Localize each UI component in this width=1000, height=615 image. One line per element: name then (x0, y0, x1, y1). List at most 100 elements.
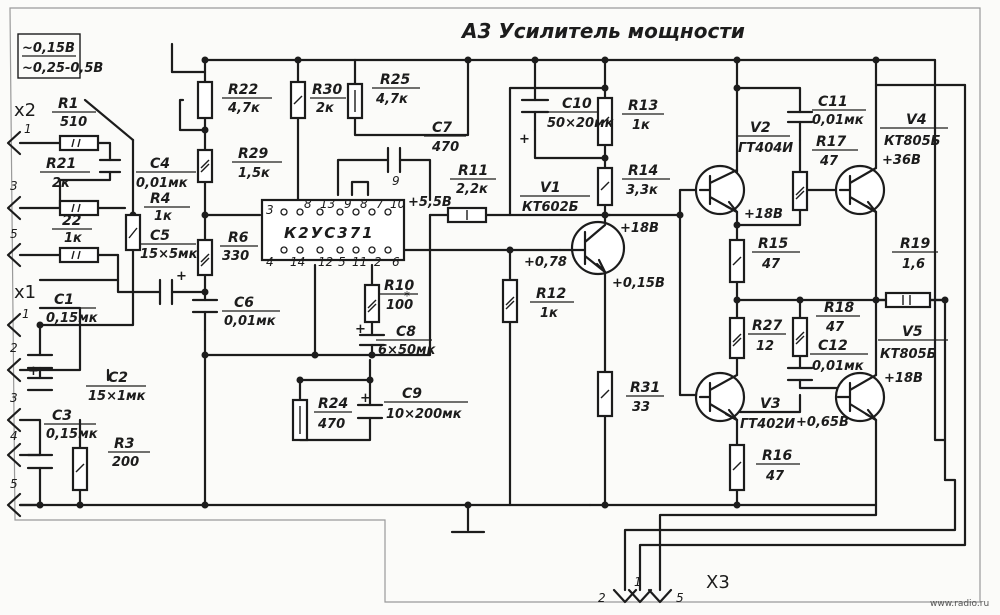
label-R16-value: 47 (765, 469, 785, 484)
resistor-R31 (596, 370, 614, 418)
label-C11-ref: C11 (818, 94, 848, 110)
svg-text:12: 12 (318, 255, 333, 269)
svg-text:1: 1 (22, 307, 30, 321)
label-R4-value: 1к (154, 209, 173, 224)
svg-text:3: 3 (266, 203, 274, 217)
label-C5-value: 15×5мк (140, 247, 199, 262)
label-C8-ref: C8 (396, 324, 416, 340)
label-V4-value: КТ805Б (884, 134, 941, 149)
transistor-V4 (834, 164, 886, 216)
svg-text:5: 5 (676, 591, 684, 605)
svg-text:10: 10 (390, 197, 406, 211)
label-R1-value: 510 (60, 115, 87, 130)
connector-x1-label: x1 (14, 282, 36, 303)
svg-text:1: 1 (24, 122, 32, 136)
label-R30-ref: R30 (312, 82, 343, 98)
label-R31-value: 33 (632, 400, 650, 415)
label-C7-ref: C7 (432, 120, 452, 136)
capacitor-C2: + (26, 364, 54, 392)
label-R25-value: 4,7к (375, 92, 409, 107)
svg-text:6: 6 (392, 255, 400, 269)
label-R17-value: 47 (819, 154, 839, 169)
label-C6-value: 0,01мк (224, 314, 277, 329)
svg-text:8: 8 (304, 197, 312, 211)
capacitor-C10: + (519, 98, 550, 147)
label-R1-ref: R1 (58, 96, 79, 112)
label-C8-value: 6×50мк (378, 343, 437, 358)
resistor-R11 (446, 206, 488, 224)
label-C9-ref: C9 (402, 386, 422, 402)
svg-text:3: 3 (10, 391, 18, 405)
svg-text:8: 8 (360, 197, 368, 211)
label-C2-value: 15×1мк (88, 389, 147, 404)
ic-K2US371: К2УС371 (260, 180, 406, 262)
connector-x3-label: X3 (706, 572, 730, 593)
voltage-v2-emitter: +18В (744, 207, 783, 222)
pin-9-mark: 9 (392, 174, 400, 188)
resistor-R3 (71, 446, 89, 492)
label-R30-value: 2к (316, 101, 335, 116)
label-R6-ref: R6 (228, 230, 249, 246)
label-R21-value: 2к (52, 176, 71, 191)
capacitor-C4 (98, 158, 122, 174)
label-R22-value: 4,7к (227, 101, 261, 116)
resistor-R30 (289, 80, 307, 120)
label-C4-value: 0,01мк (136, 176, 189, 191)
label-C12-ref: C12 (818, 338, 848, 354)
resistor-R14 (596, 166, 614, 207)
wiring (18, 42, 967, 592)
svg-text:5: 5 (338, 255, 346, 269)
resistor-R13 (596, 96, 614, 147)
label-V1-value: КТ602Б (522, 200, 579, 215)
capacitor-C8: + (355, 322, 386, 347)
label-R21-ref: R21 (46, 156, 76, 172)
component-labels: R1 510 R21 2к 22 1к R22 4,7к R30 2к R25 … (40, 72, 948, 484)
transistor-V1 (558, 220, 626, 276)
resistor-R12 (501, 278, 519, 324)
label-R22a-value: 1к (64, 231, 83, 246)
svg-text:4: 4 (266, 255, 274, 269)
resistor-R17 (791, 170, 809, 212)
transistor-V2 (694, 164, 746, 216)
label-C9-value: 10×200мк (386, 407, 463, 422)
svg-text:2: 2 (374, 255, 382, 269)
label-R22-ref: R22 (228, 82, 258, 98)
label-R27-value: 12 (756, 339, 774, 354)
voltage-v4-collector: +36В (882, 153, 921, 168)
label-R24-ref: R24 (318, 396, 348, 412)
diagram-title: А3 Усилитель мощности (460, 19, 745, 43)
label-R10-ref: R10 (384, 278, 415, 294)
label-R27-ref: R27 (752, 318, 783, 334)
label-C11-value: 0,01мк (812, 113, 865, 128)
capacitor-C9: + (356, 391, 384, 420)
svg-text:5: 5 (10, 227, 18, 241)
label-R15-ref: R15 (758, 236, 789, 252)
label-R18-value: 47 (825, 320, 845, 335)
resistor-R15 (728, 238, 746, 284)
svg-text:11: 11 (352, 255, 367, 269)
label-R29-value: 1,5к (238, 166, 271, 181)
resistor-R22a (58, 246, 100, 264)
label-R18-ref: R18 (824, 300, 855, 316)
svg-text:4: 4 (10, 429, 18, 443)
label-R12-value: 1к (540, 306, 559, 321)
voltage-v1-base: +0,78 (524, 255, 567, 270)
r10-star-mark: * (404, 289, 410, 303)
watermark: www.radio.ru (930, 599, 989, 609)
svg-text:2: 2 (598, 591, 606, 605)
svg-text:+: + (519, 132, 530, 147)
label-C12-value: 0,01мк (812, 359, 865, 374)
label-V2-value: ГТ404И (738, 141, 793, 156)
svg-text:+: + (360, 391, 371, 406)
label-V3-value: ГТ402И (740, 417, 795, 432)
label-V1-ref: V1 (540, 180, 561, 196)
label-V4-ref: V4 (906, 112, 927, 128)
label-R24-value: 470 (317, 417, 345, 432)
label-C2-ref: C2 (108, 370, 128, 386)
capacitor-C3 (26, 453, 54, 470)
label-C3-ref: C3 (52, 408, 72, 424)
junction-dots (36, 56, 949, 509)
label-R29-ref: R29 (238, 146, 269, 162)
